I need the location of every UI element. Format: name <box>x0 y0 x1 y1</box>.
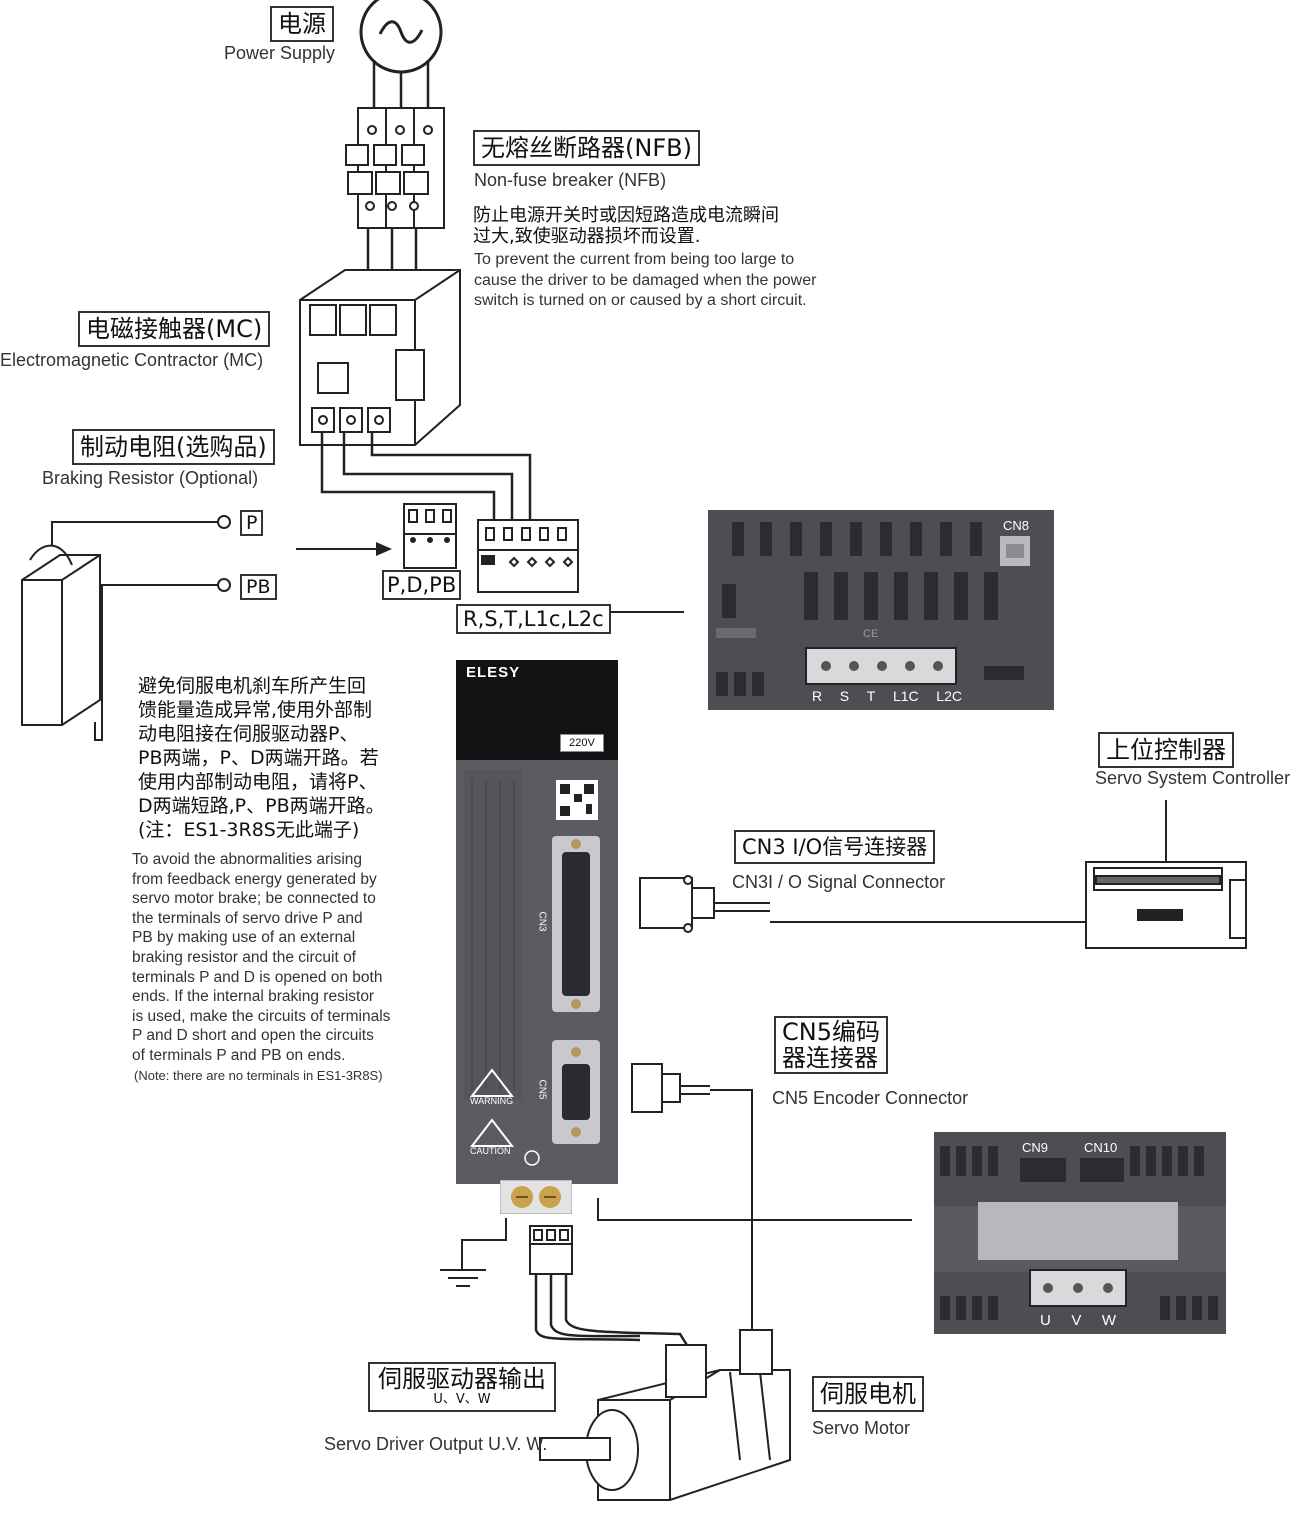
mc-title: 电磁接触器(MC) <box>78 311 271 347</box>
braking-resistor-icon <box>21 544 101 726</box>
nfb-desc-en-2: cause the driver to be damaged when the … <box>474 272 817 289</box>
warning-label: WARNING <box>470 1096 514 1106</box>
ground-icon <box>440 1218 507 1287</box>
brand-logo: ELESY <box>466 664 521 681</box>
rst-terminal-icon <box>477 519 579 593</box>
cn3-cable-plug-icon <box>639 875 770 933</box>
mc-to-drive-wires <box>320 432 532 520</box>
pin-label-t: T <box>866 688 876 704</box>
cn5-cable-plug-icon <box>631 1063 710 1113</box>
uvw-wires <box>534 1274 692 1351</box>
cn5-connector-title: CN5编码 器连接器 <box>774 1016 888 1074</box>
pin-label-w: W <box>1101 1312 1116 1329</box>
caution-label: CAUTION <box>470 1146 511 1156</box>
voltage-badge: 220V <box>560 734 604 752</box>
nfb-desc-en-3: switch is turned on or caused by a short… <box>474 292 807 309</box>
drive-top-vents <box>708 510 1054 710</box>
nfb-desc-cn-1: 防止电源开关时或因短路造成电流瞬间 <box>473 205 779 226</box>
output-subtitle: Servo Driver Output U.V. W. <box>324 1434 548 1454</box>
uvw-terminal-icon <box>529 1225 573 1275</box>
nfb-desc-en-1: To prevent the current from being too la… <box>474 251 795 268</box>
mc-subtitle: Electromagnetic Contractor (MC) <box>0 350 264 370</box>
terminal-pb-label: PB <box>240 574 277 600</box>
drive-top-photo: CN8 CE R S T L1C L2C <box>708 510 1054 710</box>
drive-bottom-photo: CN9 CN10 U V W <box>934 1132 1226 1334</box>
arrow-icon <box>296 542 392 556</box>
output-title-sub: U、V、W <box>433 1392 491 1407</box>
pin-label-l2c: L2C <box>936 688 962 704</box>
drive-bottom-vents <box>934 1132 1226 1334</box>
output-title-cn: 伺服驱动器输出 <box>378 1365 546 1393</box>
braking-resistor-title: 制动电阻(选购品) <box>72 429 275 465</box>
cn8-label: CN8 <box>1003 518 1030 533</box>
cn3-connector-subtitle: CN3I / O Signal Connector <box>732 872 946 892</box>
power-supply-title: 电源 <box>270 6 334 42</box>
nfb-subtitle: Non-fuse breaker (NFB) <box>474 170 667 190</box>
controller-icon <box>1085 800 1247 949</box>
pin-label-l1c: L1C <box>892 688 919 704</box>
controller-subtitle: Servo System Controller <box>1095 768 1291 788</box>
servo-motor-subtitle: Servo Motor <box>812 1418 911 1438</box>
breaker-icon <box>345 107 445 229</box>
nfb-desc-cn-2: 过大,致使驱动器损坏而设置. <box>473 226 701 247</box>
braking-resistor-subtitle: Braking Resistor (Optional) <box>42 468 259 488</box>
pin-label-s: S <box>839 688 850 704</box>
cn3-connector-title: CN3 I/O信号连接器 <box>734 830 936 864</box>
servo-motor-icon <box>539 1320 791 1501</box>
pin-label-v: V <box>1071 1312 1082 1329</box>
controller-title: 上位控制器 <box>1098 732 1234 768</box>
pin-label-r: R <box>812 688 823 704</box>
pdpb-terminal-icon <box>403 503 457 569</box>
uvw-pin-labels: U V W <box>1040 1312 1116 1329</box>
cn3-port-label: CN3 <box>536 911 548 932</box>
terminal-p-label: P <box>240 510 264 536</box>
braking-note-cn: 避免伺服电机刹车所产生回 馈能量造成异常,使用外部制 动电阻接在伺服驱动器P、 … <box>138 675 385 841</box>
braking-note-small: (Note: there are no terminals in ES1-3R8… <box>134 1068 383 1083</box>
power-supply-subtitle: Power Supply <box>224 43 336 63</box>
cn9-label: CN9 <box>1022 1140 1049 1155</box>
cn5-connector-subtitle: CN5 Encoder Connector <box>772 1088 969 1108</box>
rst-pin-labels: R S T L1C L2C <box>812 688 962 704</box>
pdpb-terminal-label: P,D,PB <box>382 570 462 600</box>
ground-screws-icon <box>500 1180 572 1214</box>
servo-motor-title: 伺服电机 <box>812 1376 924 1412</box>
resistor-wires <box>51 521 218 741</box>
rst-terminal-label: R,S,T,L1c,L2c <box>456 604 611 634</box>
supply-wires <box>372 60 430 108</box>
servo-drive: ELESY 220V CN3 CN5 WARNING CAUTION <box>456 660 618 1184</box>
cn5-title-line-1: CN5编码 <box>782 1018 880 1046</box>
servo-drive-body <box>456 660 618 1184</box>
contactor-icon <box>299 269 461 446</box>
braking-note-en: To avoid the abnormalities arising from … <box>132 851 391 1064</box>
cn5-port-label: CN5 <box>536 1079 548 1100</box>
cn5-title-line-2: 器连接器 <box>782 1044 878 1072</box>
cn10-label: CN10 <box>1084 1140 1118 1155</box>
pin-label-u: U <box>1040 1312 1051 1329</box>
nfb-title: 无熔丝断路器(NFB) <box>473 130 700 166</box>
ce-mark: CE <box>863 628 879 640</box>
output-title: 伺服驱动器输出 U、V、W <box>368 1362 556 1412</box>
